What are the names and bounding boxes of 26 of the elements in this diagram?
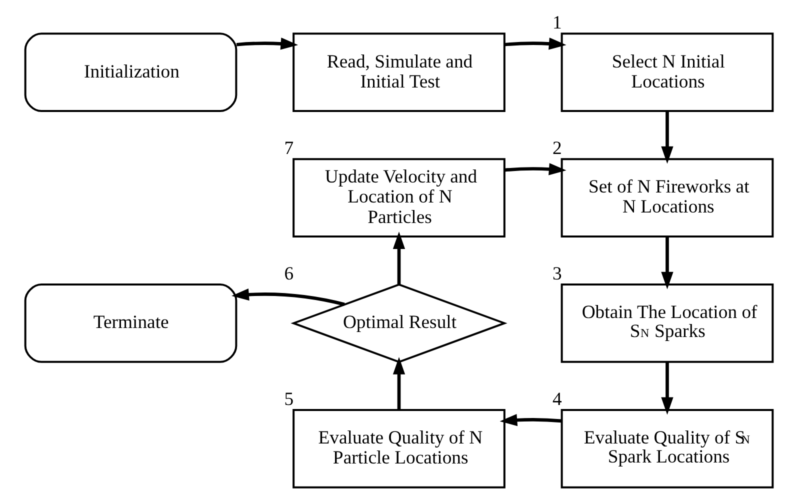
node-box: Update Velocity and Location of N Particles xyxy=(292,158,505,238)
node-label: 4 xyxy=(552,388,562,410)
node-box: Obtain The Location of SN Sparks xyxy=(560,284,774,363)
arrow xyxy=(231,288,344,306)
node-label: 5 xyxy=(284,388,294,410)
node-label: 7 xyxy=(284,138,294,160)
node-label: 3 xyxy=(552,263,562,284)
node-box: Initialization xyxy=(24,32,237,112)
node-box: Select N Initial Locations xyxy=(560,32,774,112)
node-label: 6 xyxy=(284,263,294,284)
node-box: Set of N Fireworks at N Locations xyxy=(560,158,774,238)
arrow xyxy=(660,362,673,415)
arrow xyxy=(236,38,298,50)
arrow xyxy=(504,163,566,176)
node-box: Terminate xyxy=(24,284,237,363)
node-label: 1 xyxy=(552,12,562,34)
arrow xyxy=(499,414,561,426)
node-label: 2 xyxy=(552,138,562,160)
node-box: Evaluate Quality of N Particle Locations xyxy=(292,408,505,488)
arrow xyxy=(660,111,673,164)
arrow xyxy=(392,232,405,284)
arrow xyxy=(392,357,405,410)
arrow xyxy=(504,38,566,50)
arrow xyxy=(660,236,673,290)
node-box: Read, Simulate and Initial Test xyxy=(292,32,505,112)
node-diamond: Optimal Result xyxy=(290,283,507,363)
